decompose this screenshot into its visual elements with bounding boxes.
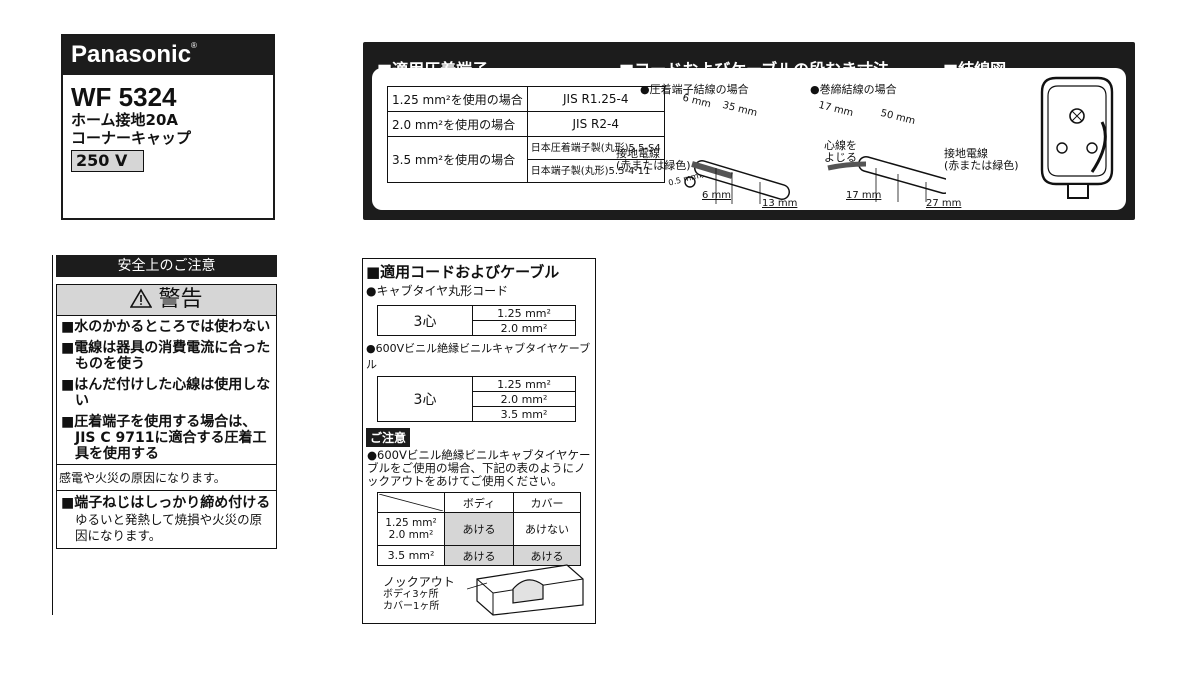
- cable-title: ■適用コードおよびケーブル: [366, 263, 560, 281]
- ground-wire-label-1: 接地電線: [616, 147, 660, 160]
- crimp-dim-13mm: 13 mm: [762, 198, 798, 209]
- wind-dim-17mm-b: 17 mm: [846, 190, 882, 201]
- cord-core: 3心: [377, 305, 473, 336]
- knockout-label: ノックアウト: [383, 575, 455, 589]
- warning-item-2: ■電線は器具の消費電流に合ったものを使う: [61, 340, 271, 372]
- table-row: ボディ カバー: [377, 492, 581, 513]
- crimp-case-label: ●圧着端子結線の場合: [640, 83, 749, 96]
- caution-text: ●600Vビニル絶縁ビニルキャブタイヤケーブルをご使用の場合、下記の表のようにノ…: [367, 448, 591, 488]
- knockout-cover-1: あけない: [513, 512, 581, 546]
- cable-size-1: 1.25 mm²: [472, 376, 576, 392]
- wind-case-label: ●巻締結線の場合: [810, 83, 897, 96]
- wind-dim-50mm: 50 mm: [879, 107, 917, 128]
- cable-core: 3心: [377, 376, 473, 422]
- brand-bar: Panasonic®: [63, 36, 273, 75]
- ground-wire-color-2: (赤または緑色): [944, 159, 1019, 172]
- terminal-spec-2: JIS R2-4: [526, 111, 665, 137]
- wind-dim-17mm: 17 mm: [817, 99, 855, 120]
- crimp-dim-6mm-b: 6 mm: [702, 190, 732, 201]
- cable-size-2: 2.0 mm²: [472, 391, 576, 407]
- warning-item-1: ■水のかかるところでは使わない: [61, 319, 271, 335]
- twist-label-2: よじる: [824, 151, 857, 164]
- knockout-box-drawing: [467, 564, 584, 616]
- warning-item-3: ■はんだ付けした心線は使用しない: [61, 377, 271, 409]
- knockout-head-body: ボディ: [444, 492, 514, 513]
- table-row: 2.0 mm²を使用の場合 JIS R2-4: [387, 111, 665, 137]
- cord-type: ●キャブタイヤ丸形コード: [366, 284, 509, 298]
- knockout-body-2: あける: [444, 545, 514, 566]
- terminal-spec-3b: 日本端子製(丸形)5.5-4·11: [526, 159, 665, 183]
- twist-label-1: 心線を: [824, 139, 857, 152]
- terminal-use-3: 3.5 mm²を使用の場合: [387, 136, 528, 183]
- safety-header: 安全上のご注意: [56, 255, 277, 277]
- caution-label: ご注意: [366, 428, 411, 447]
- table-row: 1.25 mm²を使用の場合 JIS R1.25-4: [387, 86, 665, 112]
- warning-triangle-icon: [130, 288, 153, 308]
- product-name-line2: コーナーキャップ: [71, 129, 192, 147]
- cable-panel: ■適用コードおよびケーブル ●キャブタイヤ丸形コード 3心 1.25 mm² 2…: [362, 258, 596, 624]
- wiring-diagram-drawing: [1040, 76, 1114, 199]
- spec-panel: ■適用圧着端子 ■コードおよびケーブルの段むき寸法 ■結線図 1.25 mm²を…: [363, 42, 1135, 220]
- table-row: 3.5 mm²を使用の場合 日本圧着端子製(丸形)5.5-S4: [387, 136, 665, 183]
- wind-dim-27mm: 27 mm: [926, 198, 962, 209]
- ground-wire-label-2: 接地電線: [944, 147, 988, 160]
- ground-wire-color-1: (赤または緑色): [616, 159, 691, 172]
- knockout-head-cover: カバー: [513, 492, 581, 513]
- wind-wire-drawing: [827, 156, 946, 202]
- knockout-size-2: 3.5 mm²: [377, 545, 445, 566]
- warning-item-5-title: ■端子ねじはしっかり締め付ける: [61, 495, 271, 511]
- knockout-cover-count: カバー1ヶ所: [383, 601, 440, 612]
- table-row: 3心 1.25 mm²: [377, 376, 576, 422]
- table-row: 2.0 mm²: [378, 320, 576, 336]
- product-label: Panasonic® WF 5324 ホーム接地20A コーナーキャップ 250…: [61, 34, 275, 220]
- knockout-table: ボディ カバー 1.25 mm² 2.0 mm² あける あけない 3.5 mm…: [377, 492, 581, 566]
- table-row: 3.5 mm² あける あける: [377, 545, 581, 566]
- cable-type: ●600Vビニル絶縁ビニルキャブタイヤケーブル: [366, 342, 591, 371]
- knockout-size-1: 1.25 mm² 2.0 mm²: [377, 512, 445, 546]
- spec-panel-body: 1.25 mm²を使用の場合 JIS R1.25-4 2.0 mm²を使用の場合…: [372, 68, 1126, 210]
- cord-size-1: 1.25 mm²: [472, 305, 576, 321]
- brand-name: Panasonic: [71, 41, 192, 68]
- diagonal-line: [379, 494, 443, 511]
- warning-item-5-text: ゆるいと発熱して焼損や火災の原因になります。: [75, 512, 263, 543]
- cable-size-3: 3.5 mm²: [472, 406, 576, 422]
- warning-title: 警告: [158, 287, 203, 312]
- registered-mark: ®: [191, 41, 197, 50]
- table-row: 3.5 mm²: [378, 406, 576, 422]
- crimp-wire-drawing: [684, 160, 790, 204]
- crimp-terminal-table: 1.25 mm²を使用の場合 JIS R1.25-4 2.0 mm²を使用の場合…: [387, 86, 665, 183]
- model-number: WF 5324: [71, 82, 177, 112]
- knockout-body-1: あける: [444, 512, 514, 546]
- cable-size-table: 3心 1.25 mm² 2.0 mm² 3.5 mm²: [377, 376, 576, 422]
- terminal-use-2: 2.0 mm²を使用の場合: [387, 111, 528, 137]
- terminal-use-1: 1.25 mm²を使用の場合: [387, 86, 528, 112]
- warning-box: 警告 ■水のかかるところでは使わない ■電線は器具の消費電流に合ったものを使う …: [56, 284, 277, 549]
- warning-item-4: ■圧着端子を使用する場合は、JIS C 9711に適合する圧着工具を使用する: [61, 414, 267, 462]
- safety-panel: 安全上のご注意 警告 ■水のかかるところでは使わない ■電線は器具の消費電流に合…: [52, 255, 277, 615]
- table-row: 日本端子製(丸形)5.5-4·11: [388, 159, 665, 183]
- cord-size-table: 3心 1.25 mm² 2.0 mm²: [377, 305, 576, 336]
- product-name-line1: ホーム接地20A: [71, 111, 179, 129]
- cord-size-2: 2.0 mm²: [472, 320, 576, 336]
- knockout-corner-cell: [377, 492, 445, 513]
- knockout-body-count: ボディ3ヶ所: [383, 589, 439, 600]
- voltage-badge: 250 V: [71, 150, 145, 172]
- table-row: 1.25 mm² 2.0 mm² あける あけない: [377, 512, 581, 546]
- warning-heading: 警告: [57, 285, 276, 316]
- knockout-detail: ボディ3ヶ所 カバー1ヶ所: [383, 589, 439, 613]
- knockout-cover-2: あける: [513, 545, 581, 566]
- table-row: 3心 1.25 mm²: [377, 305, 576, 336]
- warning-note: 感電や火災の原因になります。: [57, 464, 276, 491]
